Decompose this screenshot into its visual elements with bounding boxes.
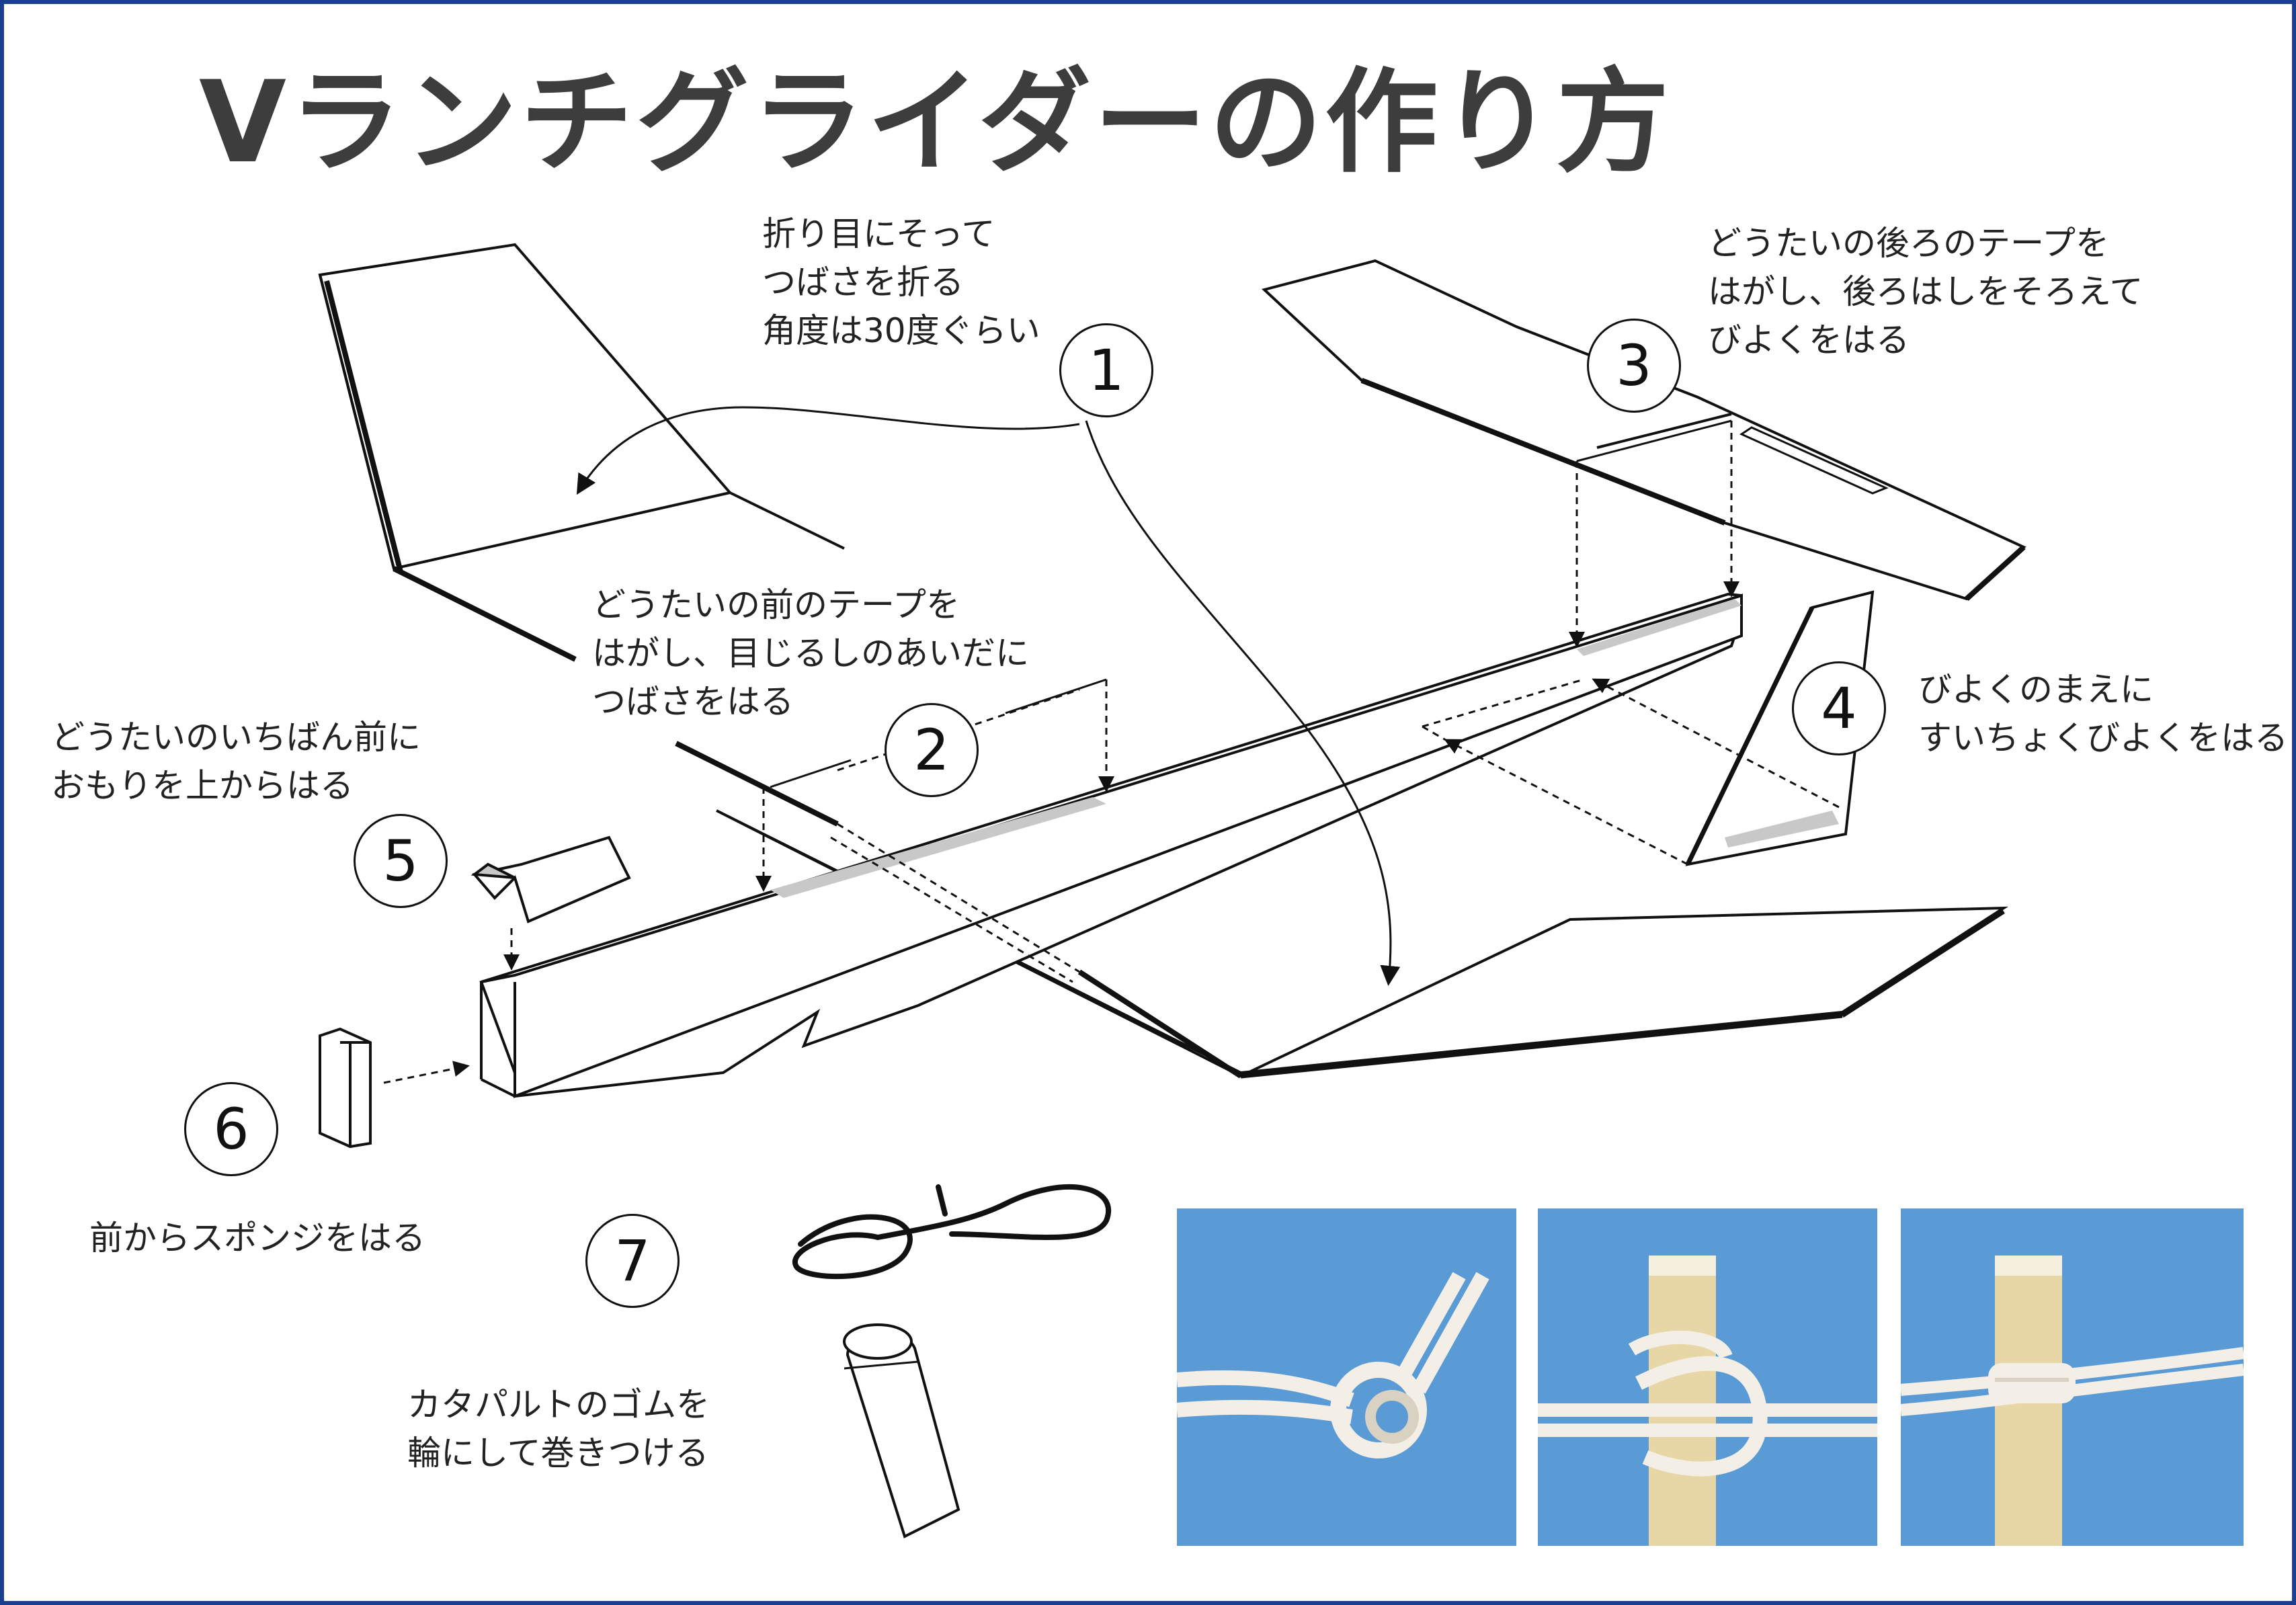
step-2-text: どうたいの前のテープを はがし、目じるしのあいだに つばさをはる [592, 585, 1029, 721]
step-7-number: 7 [585, 1214, 680, 1308]
step-3-number: 3 [1587, 319, 1681, 413]
step-5-text: どうたいのいちばん前に おもりを上からはる [51, 718, 421, 805]
page-title: Vランチグライダーの作り方 [199, 56, 1672, 188]
folded-wing-part [318, 243, 845, 662]
step-6-text: 前からスポンジをはる [89, 1219, 425, 1258]
knot-photo-2 [1538, 1208, 1877, 1546]
step-3-text: どうたいの後ろのテープを はがし、後ろはしをそろえて びよくをはる [1708, 224, 2143, 360]
step-2-number: 2 [885, 703, 979, 797]
step-4-number: 4 [1792, 661, 1886, 755]
glider-assembly-diagram [318, 243, 2026, 1538]
knot-photo-3 [1901, 1208, 2244, 1546]
sponge-part [319, 1027, 372, 1149]
main-wing-part [675, 741, 2009, 1079]
rubber-band-icon [792, 1184, 1111, 1280]
step-4-text: びよくのまえに すいちょくびよくをはる [1918, 670, 2288, 757]
step-6-number: 6 [184, 1082, 278, 1176]
curved-arrow-icon [576, 406, 1080, 495]
horizontal-stabilizer-part [1261, 259, 2026, 601]
vertical-fin-part [1685, 590, 1875, 866]
step-7-text: カタパルトのゴムを 輪にして巻きつける [407, 1385, 710, 1473]
weight-part [470, 835, 631, 923]
curved-arrow-icon [1085, 420, 1401, 986]
step-1-text: 折り目にそって つばさを折る 角度は30度ぐらい [762, 214, 1040, 350]
stick-icon [843, 1323, 960, 1538]
step-1-number: 1 [1059, 323, 1153, 417]
step-5-number: 5 [354, 814, 448, 908]
knot-photo-1 [1177, 1208, 1516, 1546]
